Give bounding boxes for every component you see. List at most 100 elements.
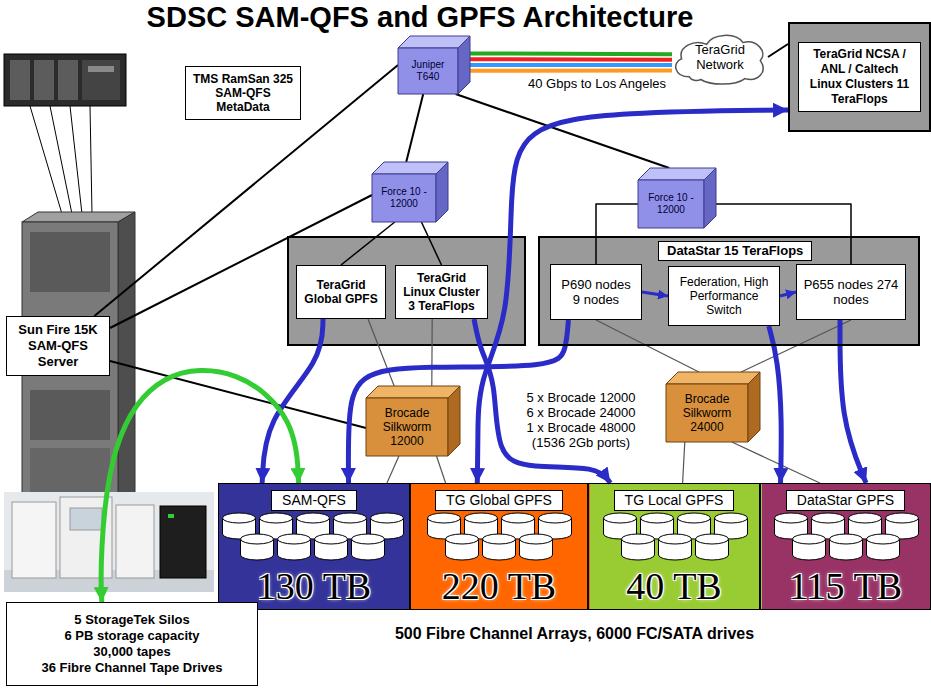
capacity-number: 40 TB <box>626 565 721 607</box>
tape-drive-cabinet <box>160 506 206 578</box>
title-anchor: SDSC SAM-QFS and GPFS Architecture <box>60 1 780 34</box>
disk-drive <box>793 534 826 560</box>
data-flow-arrow <box>470 63 672 67</box>
disk-drive <box>867 534 900 560</box>
network-link <box>341 222 395 265</box>
pool-fill <box>218 483 410 610</box>
network-link <box>406 94 423 162</box>
server-panel <box>30 232 110 292</box>
node-text: Force 10 - 12000 <box>640 192 702 216</box>
disk-drive <box>241 534 274 560</box>
router-cube: Juniper T640 <box>398 36 470 94</box>
node-text: TeraGrid Global GPFS <box>302 278 380 306</box>
shape-face: Juniper T640 <box>398 48 458 94</box>
cube-front <box>372 174 436 222</box>
disk-drive <box>696 534 729 560</box>
node-text: Force 10 - 12000 <box>374 186 434 210</box>
cube-top <box>372 162 448 174</box>
pool-fill <box>410 483 590 610</box>
device-bay <box>10 60 30 100</box>
silo-window <box>70 508 102 530</box>
system-panel: DataStar 15 TeraFlopsP690 nodes 9 nodesF… <box>538 236 920 346</box>
pool-name: TG Local GPFS <box>614 490 735 511</box>
node-text: 5 StorageTek Silos <box>74 612 189 628</box>
pool-name: SAM-QFS <box>271 490 357 511</box>
network-link <box>437 456 446 483</box>
server-box: Sun Fire 15K SAM-QFS Server <box>6 316 110 376</box>
network-link <box>387 456 399 483</box>
pool-name: DataStar GPFS <box>786 490 905 511</box>
network-link <box>596 320 699 372</box>
disk-drive <box>520 534 553 560</box>
node-text: 36 Fibre Channel Tape Drives <box>41 660 222 676</box>
shape-face: TeraGrid Network <box>672 30 768 84</box>
disk-drive <box>278 534 311 560</box>
ramsan-device <box>4 54 126 106</box>
network-link <box>683 442 685 483</box>
storage-pool: SAM-QFS 130 TB <box>218 483 410 610</box>
diagram-title: SDSC SAM-QFS and GPFS Architecture <box>60 1 780 34</box>
network-link <box>431 319 433 386</box>
network-link <box>456 94 670 168</box>
node-text: Federation, High Performance Switch <box>674 275 774 317</box>
compute-box: P655 nodes 274 nodes <box>796 264 906 320</box>
annotation-label: (1536 2Gb ports) <box>512 435 650 450</box>
cable-line <box>50 106 72 214</box>
cube-top <box>666 372 760 384</box>
network-cloud: TeraGrid Network <box>672 30 768 84</box>
capacity-number: 130 TB <box>257 565 371 607</box>
disk-drive <box>659 534 692 560</box>
server-top <box>22 212 135 222</box>
network-link <box>94 65 398 316</box>
capacity-number: 220 TB <box>442 565 556 607</box>
device-bay <box>58 60 78 100</box>
pool-name: TG Global GPFS <box>435 490 563 511</box>
network-link <box>768 44 788 57</box>
disk-drive <box>483 534 516 560</box>
cube-side <box>458 36 470 94</box>
metadata-box: TMS RamSan 325 SAM-QFS MetaData <box>185 66 301 120</box>
data-flow-arrow <box>769 326 781 483</box>
capacity-number: 115 TB <box>789 565 902 607</box>
cube-top <box>638 168 716 180</box>
filesystem-box: TeraGrid Global GPFS <box>296 265 386 319</box>
shape-face: Brocade Silkworm 24000 <box>666 384 748 442</box>
cable-line <box>70 106 82 214</box>
disk-drive <box>315 534 348 560</box>
cube-front <box>638 180 704 228</box>
network-link <box>741 320 851 372</box>
annotation-label: 6 x Brocade 24000 <box>512 405 650 420</box>
storage-pool: TG Global GPFS 220 TB <box>410 483 588 610</box>
cube-side <box>748 372 760 442</box>
node-text: Brocade Silkworm 12000 <box>368 406 446 448</box>
node-text: P655 nodes 274 nodes <box>802 277 900 307</box>
cluster-box: TeraGrid Linux Cluster 3 TeraFlops <box>395 265 488 319</box>
fabric-switch-cube: Brocade Silkworm 12000 <box>366 386 460 456</box>
disk-drive <box>352 534 385 560</box>
pool-fill <box>590 483 762 610</box>
shape-face: Force 10 - 12000 <box>372 174 436 222</box>
node-text: Brocade Silkworm 24000 <box>668 392 746 434</box>
label-anchor: 5 x Brocade 12000 <box>512 390 650 405</box>
tape-library-box: 5 StorageTek Silos6 PB storage capacity 3… <box>6 602 258 686</box>
label-anchor: 1 x Brocade 48000 <box>512 420 650 435</box>
switch-box: Federation, High Performance Switch <box>668 266 780 326</box>
fabric-switch-cube: Brocade Silkworm 24000 <box>666 372 760 442</box>
device-display <box>88 66 114 72</box>
network-link <box>780 292 796 296</box>
data-flow-arrow <box>470 69 672 73</box>
annotation-label: 5 x Brocade 12000 <box>512 390 650 405</box>
node-text: Juniper T640 <box>400 59 456 83</box>
cube-side <box>704 168 716 228</box>
node-text: 6 PB storage capacity <box>64 628 199 644</box>
disk-drive <box>830 534 863 560</box>
node-text: TeraGrid Linux Cluster 3 TeraFlops <box>401 271 482 313</box>
data-flow-arrow <box>470 57 672 62</box>
label-anchor: 6 x Brocade 24000 <box>512 405 650 420</box>
network-link <box>421 222 441 265</box>
server-panel <box>30 448 110 498</box>
cluster-box: TeraGrid NCSA / ANL / Caltech Linux Clus… <box>788 22 931 132</box>
compute-box: P690 nodes 9 nodes <box>550 264 642 320</box>
tape-silo <box>12 502 56 578</box>
cube-top <box>366 386 460 398</box>
